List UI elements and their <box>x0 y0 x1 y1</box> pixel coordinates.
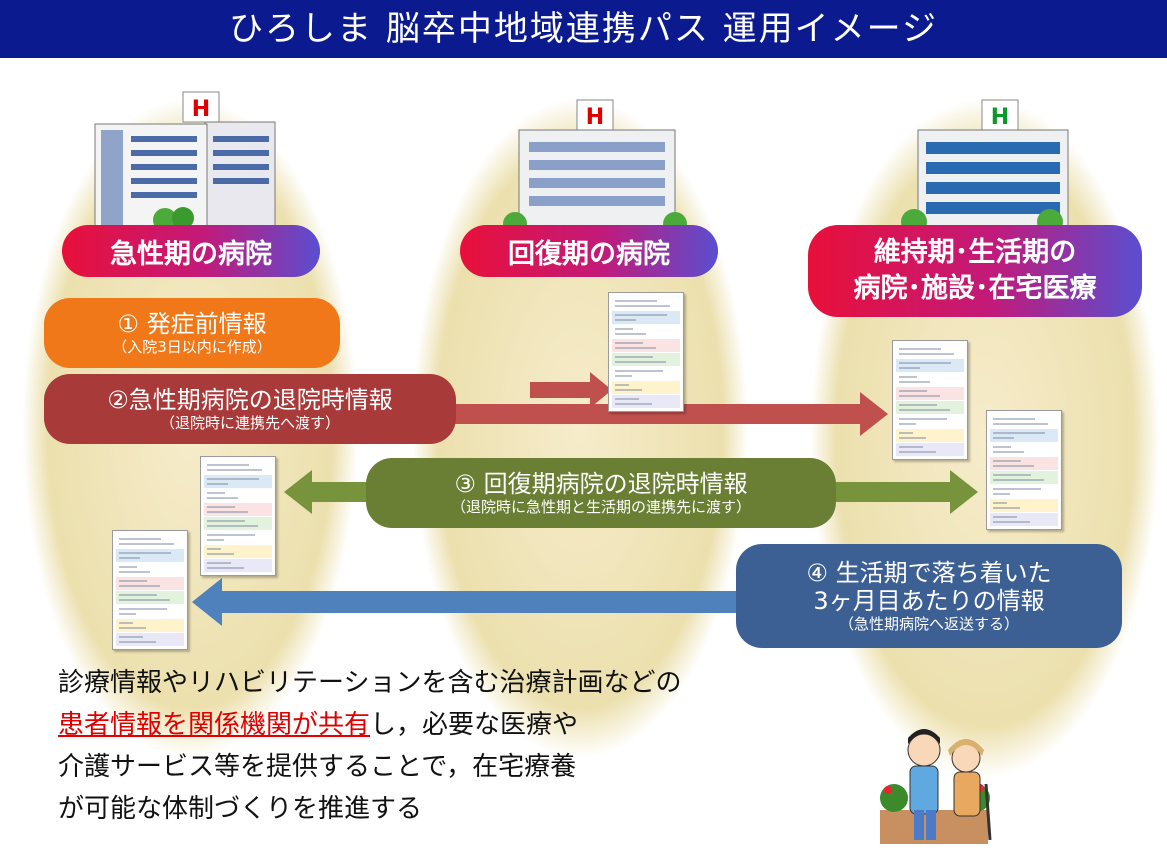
summary-line-1: 診療情報やリハビリテーションを含む治療計画などの <box>58 668 682 698</box>
info-box-2: ②急性期病院の退院時情報 （退院時に連携先へ渡す） <box>44 374 456 444</box>
svg-text:H: H <box>192 97 210 122</box>
arrow-info4-to-acute <box>192 578 750 626</box>
stage-acute-label: 急性期の病院 <box>62 225 320 277</box>
hospital-maintenance-icon: H <box>901 99 1069 239</box>
arrow-info2-to-maintenance <box>410 392 888 436</box>
stage-acute-text: 急性期の病院 <box>110 238 272 270</box>
arrow-info3-to-acute <box>284 470 370 514</box>
info-box-4: ④ 生活期で落ち着いた 3ヶ月目あたりの情報 （急性期病院へ返送する） <box>736 544 1122 648</box>
summary-line-3: 介護サービス等を提供することで，在宅療養 <box>58 752 577 782</box>
document-thumbnail-acute-2 <box>112 530 188 650</box>
summary-line-4: が可能な体制づくりを推進する <box>58 794 423 824</box>
stage-recovery-label: 回復期の病院 <box>460 225 718 277</box>
page-title: ひろしま 脳卒中地域連携パス 運用イメージ <box>0 0 1167 58</box>
info-box-3: ③ 回復期病院の退院時情報 （退院時に急性期と生活期の連携先に渡す） <box>366 458 836 528</box>
info-1-main: ① 発症前情報 <box>117 310 267 338</box>
caregiver-illustration <box>880 729 992 844</box>
info-1-sub: （入院3日以内に作成） <box>112 338 272 356</box>
stage-maintenance-line2: 病院･施設･在宅医療 <box>853 273 1097 304</box>
arrow-info2-to-recovery <box>530 372 612 408</box>
info-2-sub: （退院時に連携先へ渡す） <box>159 414 340 432</box>
document-thumbnail-maintenance-2 <box>986 410 1062 530</box>
summary-highlight: 患者情報を関係機関が共有 <box>58 710 371 740</box>
summary-line-2: 患者情報を関係機関が共有し，必要な医療や <box>58 704 838 746</box>
stage-maintenance-label: 維持期･生活期の 病院･施設･在宅医療 <box>808 225 1142 317</box>
stage-recovery-text: 回復期の病院 <box>508 238 670 270</box>
hospital-acute-icon: H <box>94 91 276 235</box>
summary-line-2-rest: し，必要な医療や <box>370 710 579 740</box>
arrow-info3-to-maintenance <box>820 470 978 514</box>
info-4-main-1: ④ 生活期で落ち着いた <box>806 559 1052 587</box>
info-4-main-2: 3ヶ月目あたりの情報 <box>813 587 1045 615</box>
svg-text:H: H <box>586 105 604 130</box>
document-thumbnail-recovery <box>608 292 684 412</box>
stage-maintenance-line1: 維持期･生活期の <box>873 237 1077 268</box>
info-3-main: ③ 回復期病院の退院時情報 <box>454 470 748 498</box>
document-thumbnail-acute-1 <box>200 456 276 576</box>
info-3-sub: （退院時に急性期と生活期の連携先に渡す） <box>450 498 751 516</box>
info-2-main: ②急性期病院の退院時情報 <box>107 386 393 414</box>
svg-text:H: H <box>991 105 1009 130</box>
document-thumbnail-maintenance-1 <box>892 340 968 460</box>
info-box-1: ① 発症前情報 （入院3日以内に作成） <box>44 298 340 368</box>
summary-text: 診療情報やリハビリテーションを含む治療計画などの 患者情報を関係機関が共有し，必… <box>58 662 838 830</box>
info-4-sub: （急性期病院へ返送する） <box>838 615 1019 633</box>
